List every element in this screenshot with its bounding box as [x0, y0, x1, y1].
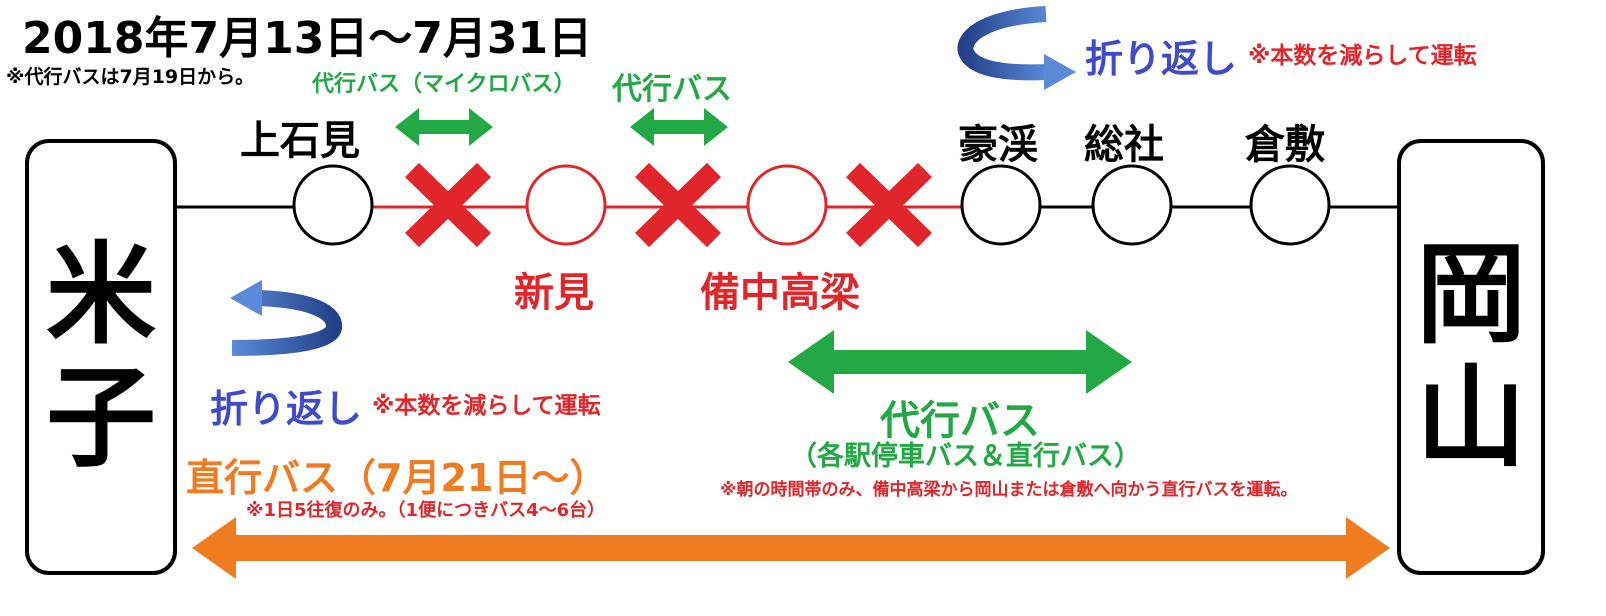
station-circle-gokei: [960, 164, 1042, 246]
red-x-icon: [405, 162, 491, 248]
double-arrow-icon: [788, 330, 1132, 394]
terminal-char: 米: [46, 230, 156, 359]
substitute-bus-kinds-label: （各駅停車バス＆直行バス）: [790, 441, 1141, 472]
terminal-char: 山: [1416, 354, 1526, 482]
direct-bus-label: 直行バス（7月21日〜）: [186, 456, 608, 500]
station-circle-niimi: [525, 164, 607, 246]
direct-bus-note: ※1日5往復のみ。（1便につきバス4〜6台）: [246, 500, 606, 521]
u-turn-arrow-icon: [957, 6, 1076, 90]
morning-direct-bus-note: ※朝の時間帯のみ、備中高梁から岡山または倉敷へ向かう直行バスを運転。: [720, 480, 1298, 500]
start-note: ※代行バスは7月19日から。: [6, 66, 255, 88]
station-label-soja: 総社: [1084, 122, 1164, 168]
station-label-gokei: 豪渓: [958, 122, 1038, 168]
station-circle-kurashiki: [1249, 164, 1331, 246]
station-label-kamiishimi: 上石見: [240, 118, 360, 164]
station-circle-soja: [1091, 164, 1173, 246]
terminal-okayama: 岡 山: [1397, 139, 1545, 575]
double-arrow-icon: [192, 517, 1390, 579]
reduced-service-right-note: ※本数を減らして運転: [1248, 43, 1477, 69]
station-circle-kamiishimi: [292, 164, 374, 246]
reduced-service-left-note: ※本数を減らして運転: [372, 393, 601, 419]
red-x-icon: [846, 162, 932, 248]
red-x-icon: [635, 162, 721, 248]
turnback-left-label: 折り返し: [210, 387, 363, 431]
station-label-bitchu-takahashi: 備中高梁: [700, 270, 860, 316]
double-arrow-icon: [630, 108, 728, 146]
station-label-niimi: 新見: [514, 270, 594, 316]
substitute-bus-micro-label: 代行バス（マイクロバス）: [312, 72, 576, 97]
terminal-yonago: 米 子: [25, 139, 177, 575]
double-arrow-icon: [395, 108, 493, 146]
terminal-char: 子: [46, 354, 156, 482]
substitute-bus-label: 代行バス: [612, 72, 732, 107]
station-label-kurashiki: 倉敷: [1245, 122, 1325, 168]
u-turn-arrow-icon: [230, 280, 343, 356]
substitute-bus-main-label: 代行バス: [880, 398, 1040, 444]
terminal-char: 岡: [1416, 230, 1526, 359]
turnback-right-label: 折り返し: [1085, 37, 1238, 81]
station-circle-bitchu-takahashi: [746, 164, 828, 246]
date-range: 2018年7月13日〜7月31日: [22, 13, 593, 64]
